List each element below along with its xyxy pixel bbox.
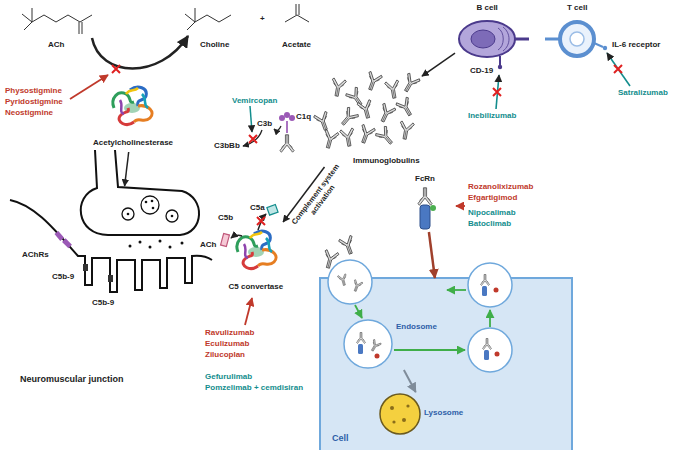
node-label: T cell [567,3,587,13]
connector-arrow [404,370,416,392]
drug-name: Ravulizumab [205,328,254,338]
junction-drawing [10,150,212,292]
enzyme-structure [113,87,152,124]
block-mark [257,217,265,225]
acetylcholine-dots [127,200,184,249]
block-mark [249,135,257,143]
node-label: Endosome [396,322,437,332]
node-label: Immunoglobulins [353,156,420,166]
text-label: C3bBb [214,141,240,151]
text-label: C5b-9 [52,272,74,282]
drug-name: Satralizumab [618,88,668,98]
text-label: Acetate [282,40,311,50]
block-mark [493,88,501,96]
b-cell: B cell [455,0,519,62]
drug-name: Pyridostigmine [5,97,63,107]
t-cell: T cell [554,0,600,62]
text-label: CD-19 [470,66,493,76]
node-label: Lysosome [424,408,463,418]
hydrolysis-arrow [92,36,188,69]
connector-arrow [125,152,129,186]
junction-node: Neuromuscular junction [15,186,210,386]
node-label: C5 convertase [229,282,284,292]
drug-name: Vemircopan [232,96,277,106]
drug-name: Zilucoplan [205,350,245,360]
antibody-cluster-drawing [313,71,421,150]
node-label: Acetylcholinesterase [93,138,173,148]
drug-name: Eculizumab [205,339,249,349]
node-label: FcRn [415,174,435,184]
fcrn-drawing [418,188,436,229]
text-label: AChRs [22,250,49,260]
text-label: ACh [200,240,216,250]
block-mark [112,65,120,73]
drug-name: Neostigmine [5,108,53,118]
text-label: IL-6 receptor [612,40,660,50]
drug-name: Rozanolixizumab [468,182,533,192]
drug-name: Nipocalimab [468,208,516,218]
inhibitor-arrow [245,298,252,325]
text-label: C5b [218,213,233,223]
drug-name: Inebilizumab [468,111,516,121]
connector-arrow [422,53,455,76]
block-mark [614,65,622,73]
inhibitor-arrow [456,205,465,207]
drug-name: Pomzelimab + cemdisiran [205,383,303,393]
drug-arrow [607,53,630,86]
cleavage-products [221,205,279,247]
chemical-structures [22,4,309,34]
c5-convertase: C5 convertase [215,222,297,294]
text-label: C5a [250,203,265,213]
enzyme-node: Acetylcholinesterase [85,80,181,152]
node-label: B cell [477,3,498,13]
text-label: Choline [200,40,229,50]
antibody-cluster: Immunoglobulins [300,70,422,167]
text-label: C3b [257,119,272,129]
drug-name: Gefurulimab [205,372,252,382]
node-label: Cell [332,433,349,443]
complement-drawing [243,106,295,152]
drug-name: Physostigmine [5,86,62,96]
convertase-structure [237,231,276,268]
lymphocytes [459,21,607,69]
cell-body: Cell EndosomeLysosome [320,278,572,450]
drug-name: Batoclimab [468,219,511,229]
text-label: + [260,14,265,24]
text-label: ACh [48,40,64,50]
node-label: Neuromuscular junction [20,374,124,384]
endosome: Endosome [340,318,440,370]
fcrn-receptor: FcRn [398,172,452,232]
connector-arrow [429,232,435,278]
text-label: C1q [296,112,311,122]
text-label: C5b-9 [92,298,114,308]
lysosome: Lysosome [375,392,480,436]
drug-name: Efgartigimod [468,193,517,203]
inhibitor-arrow [70,75,108,99]
cell-drawing [320,235,572,450]
